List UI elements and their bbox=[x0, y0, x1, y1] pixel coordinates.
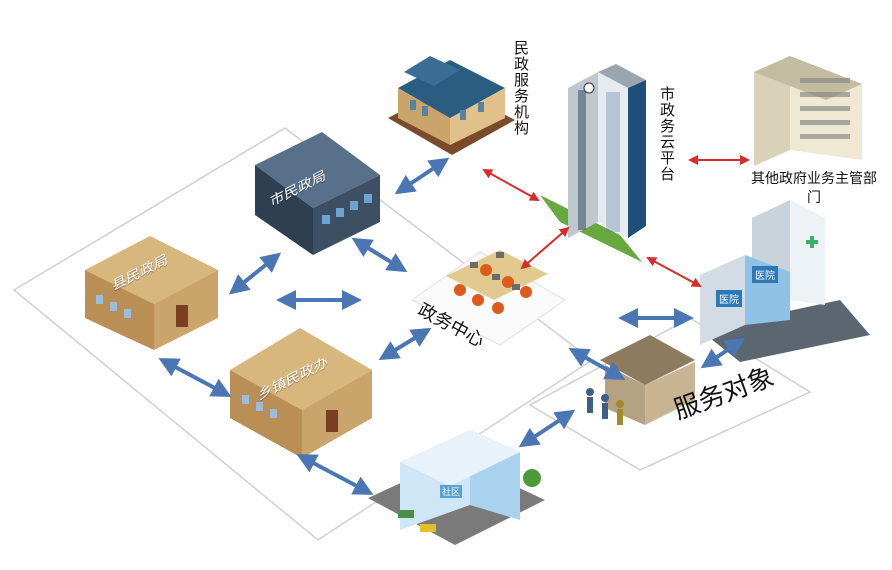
arrow-county-to-city-bureau bbox=[228, 252, 282, 295]
community-sign: 社区 bbox=[440, 485, 463, 498]
hospital-building bbox=[700, 200, 870, 362]
arrow-township-to-gov-center bbox=[378, 327, 432, 361]
county-bureau-building bbox=[85, 236, 218, 350]
arrow-city-bureau-to-civil-service bbox=[394, 157, 450, 195]
community-building bbox=[368, 430, 545, 545]
blue-connectors bbox=[158, 157, 746, 495]
arrow-township-to-community bbox=[296, 454, 374, 495]
hospital-sign-b: 医院 bbox=[752, 266, 778, 283]
red-connectors bbox=[482, 155, 750, 287]
arrow-cloud-to-gov-center bbox=[520, 226, 570, 270]
arrow-cloud-to-civil-service bbox=[482, 169, 540, 201]
township-office-building bbox=[230, 328, 372, 458]
other-depts-building bbox=[754, 56, 862, 166]
other-depts-label: 其他政府业务主管部门 bbox=[751, 171, 877, 206]
city-cloud-label: 市政务云平台 bbox=[658, 86, 676, 182]
arrow-community-to-service-objects bbox=[518, 409, 576, 448]
civil-service-org-building bbox=[388, 56, 515, 155]
arrow-cloud-to-hospital bbox=[646, 257, 702, 287]
arrow-hospital-to-service-objects bbox=[700, 337, 746, 369]
service-objects-building bbox=[586, 335, 695, 425]
city-bureau-building bbox=[255, 132, 380, 255]
civil-service-org-label: 民政服务机构 bbox=[512, 40, 530, 136]
arrow-city-bureau-to-gov-center bbox=[351, 237, 408, 273]
arrow-gov-center-to-service-objects bbox=[568, 348, 626, 380]
city-cloud-tower bbox=[540, 64, 646, 262]
hospital-sign-a: 医院 bbox=[716, 290, 742, 307]
arrow-county-to-township-diagonal bbox=[158, 358, 232, 397]
